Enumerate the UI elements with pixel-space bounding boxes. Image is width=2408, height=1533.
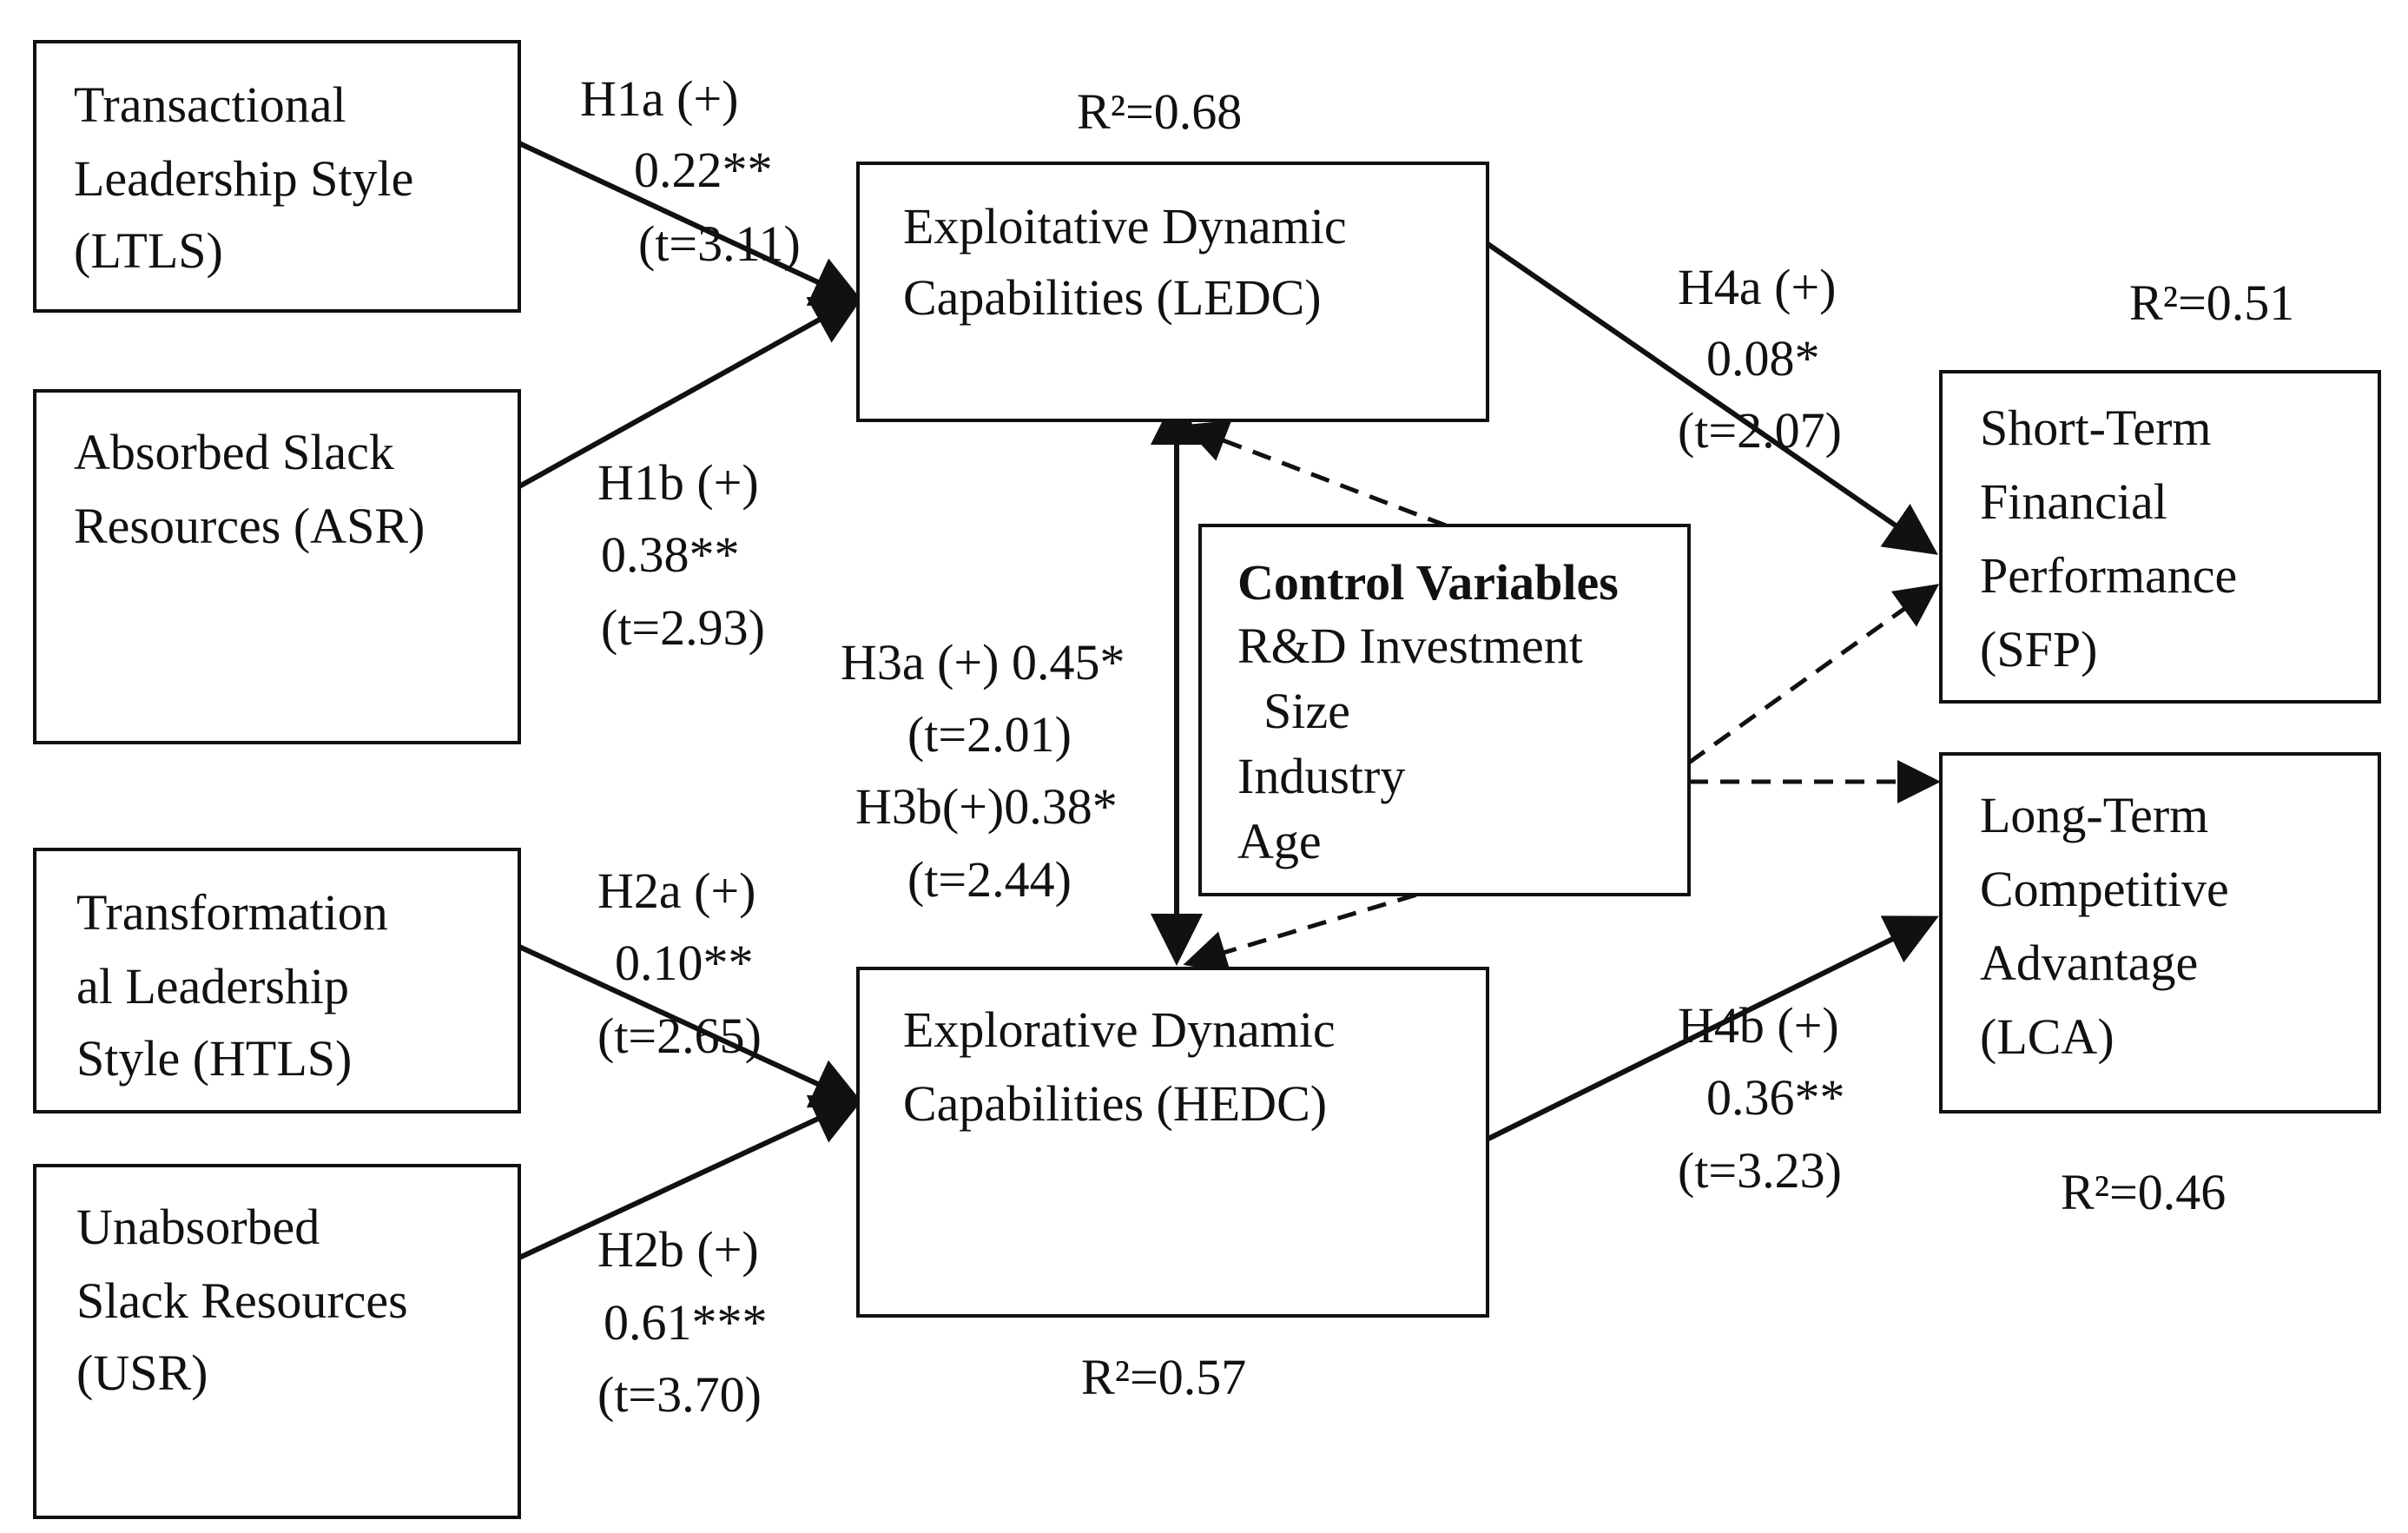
h2a-coef: 0.10** [615, 935, 754, 991]
sfp-label: Short-Term [1980, 400, 2212, 456]
lca-label: Advantage [1980, 935, 2198, 991]
r2-sfp: R²=0.51 [2129, 274, 2294, 331]
usr-box: Unabsorbed Slack Resources (USR) [33, 1164, 521, 1519]
h1b-label: H1b (+) [597, 454, 759, 511]
h1a-label: H1a (+) [580, 70, 738, 127]
h3a-label: H3a (+) 0.45* [841, 634, 1125, 691]
r2-hedc: R²=0.57 [1081, 1349, 1246, 1405]
arrow-usr-hedc [518, 1095, 865, 1260]
ltls-box: Transactional Leadership Style (LTLS) [33, 40, 521, 313]
dashed-arrow-control-hedc [1183, 883, 1447, 974]
usr-label: Slack Resources [76, 1272, 408, 1329]
hedc-label: Capabilities (HEDC) [903, 1075, 1327, 1132]
h1b-t: (t=2.93) [601, 599, 765, 656]
sfp-box: Short-Term Financial Performance (SFP) [1939, 370, 2381, 704]
r2-lca: R²=0.46 [2061, 1164, 2226, 1220]
h2b-label: H2b (+) [597, 1221, 759, 1278]
control-variable-item: Industry [1237, 748, 1405, 804]
sfp-label: Financial [1980, 473, 2167, 530]
h4a-coef: 0.08* [1706, 330, 1820, 387]
usr-label: (USR) [76, 1345, 208, 1401]
h4b-label: H4b (+) [1678, 997, 1839, 1054]
h2b-coef: 0.61*** [604, 1294, 768, 1351]
arrow-htls-hedc [518, 944, 865, 1108]
htls-label: Style (HTLS) [76, 1030, 352, 1087]
h2a-label: H2a (+) [597, 862, 755, 919]
control-variable-item: Age [1237, 813, 1322, 869]
sfp-label: (SFP) [1980, 621, 2097, 677]
ledc-label: Exploitative Dynamic [903, 198, 1347, 254]
arrow-ledc-sfp [1485, 241, 1938, 555]
h2b-t: (t=3.70) [597, 1366, 762, 1423]
h3b-t: (t=2.44) [907, 851, 1072, 908]
lca-label: (LCA) [1980, 1008, 2114, 1065]
sfp-label: Performance [1980, 547, 2237, 604]
arrow-asr-ledc [518, 294, 865, 489]
htls-box: Transformation al Leadership Style (HTLS… [33, 848, 521, 1113]
ltls-label: (LTLS) [74, 222, 223, 279]
asr-box: Absorbed Slack Resources (ASR) [33, 389, 521, 744]
r-squared-labels: R²=0.68 R²=0.57 R²=0.51 R²=0.46 [1077, 83, 2294, 1405]
h4a-t: (t=2.07) [1678, 402, 1842, 459]
htls-label: Transformation [76, 884, 388, 941]
ltls-label: Transactional [74, 76, 346, 133]
hedc-box: Explorative Dynamic Capabilities (HEDC) [856, 967, 1489, 1318]
ltls-label: Leadership Style [74, 150, 413, 207]
dashed-arrow-control-sfp [1687, 584, 1940, 765]
asr-label: Resources (ASR) [74, 498, 425, 554]
hedc-label: Explorative Dynamic [903, 1001, 1336, 1058]
arrow-hedc-lca [1485, 915, 1939, 1142]
dashed-arrow-control-ledc [1183, 420, 1447, 528]
lca-label: Competitive [1980, 861, 2229, 917]
h3b-label: H3b(+)0.38* [855, 778, 1118, 835]
h4a-label: H4a (+) [1678, 259, 1836, 315]
h2a-t: (t=2.65) [597, 1008, 762, 1064]
h1a-coef: 0.22** [634, 142, 773, 198]
control-variables-title: Control Variables [1237, 554, 1619, 611]
h4b-t: (t=3.23) [1678, 1142, 1842, 1199]
lca-box: Long-Term Competitive Advantage (LCA) [1939, 752, 2381, 1113]
path-labels: H1a (+) 0.22** (t=3.11) H1b (+) 0.38** (… [580, 70, 1845, 1423]
arrow-ltls-ledc [518, 141, 865, 306]
r2-ledc: R²=0.68 [1077, 83, 1242, 140]
h4b-coef: 0.36** [1706, 1069, 1845, 1126]
htls-label: al Leadership [76, 958, 349, 1014]
connectors [518, 141, 1941, 1260]
control-variables-box: Control Variables R&D Investment Size In… [1198, 524, 1691, 896]
h3a-t: (t=2.01) [907, 706, 1072, 763]
usr-label: Unabsorbed [76, 1199, 320, 1255]
h1b-coef: 0.38** [601, 526, 740, 583]
control-variable-item: Size [1263, 683, 1350, 739]
control-variable-item: R&D Investment [1237, 618, 1583, 674]
h1a-t: (t=3.11) [638, 215, 801, 272]
asr-label: Absorbed Slack [74, 424, 394, 480]
lca-label: Long-Term [1980, 787, 2208, 843]
ledc-box: Exploitative Dynamic Capabilities (LEDC) [856, 162, 1489, 422]
ledc-label: Capabilities (LEDC) [903, 269, 1322, 326]
